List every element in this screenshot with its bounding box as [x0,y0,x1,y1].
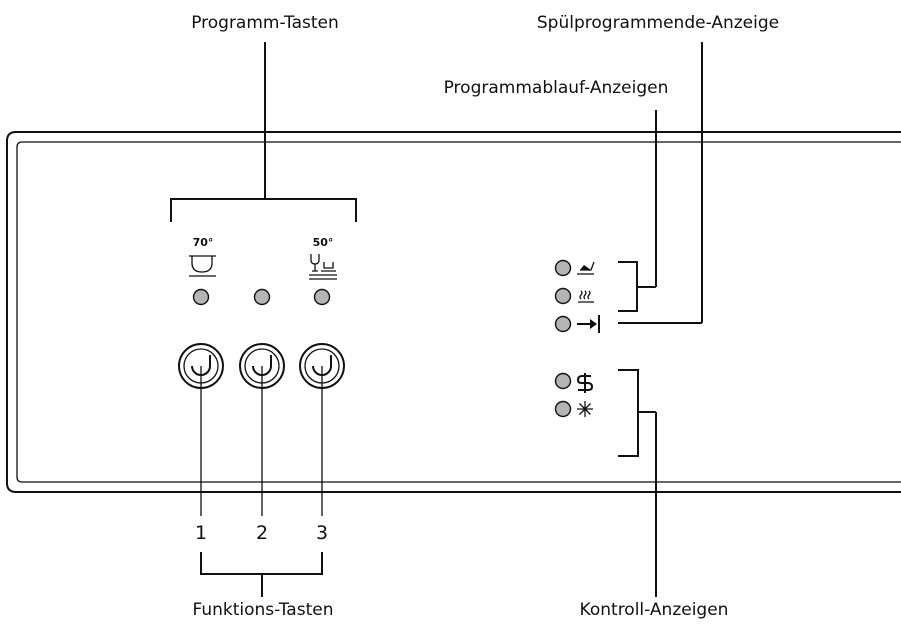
program-sequence-bracket [618,110,657,312]
control-indicators-bracket [618,369,657,597]
rinse-aid-indicator-led [554,400,572,418]
control-indicators-label: Kontroll-Anzeigen [580,600,729,620]
button-leader-lines [200,366,323,516]
panel-outer-frame [6,131,901,493]
rinse-end-leader [618,42,703,324]
temperature-50-label: 50° [313,236,334,249]
button-number-3: 3 [316,522,328,544]
rinse-aid-icon [577,401,593,417]
rinse-end-label: Spülprogrammende-Anzeige [537,13,779,33]
program-keys-label: Programm-Tasten [191,13,339,33]
wash-icon [577,261,595,275]
end-indicator-led [554,315,572,333]
button-3-led [313,288,331,306]
function-keys-label: Funktions-Tasten [193,600,334,620]
button-2-led [253,288,271,306]
salt-indicator-led [554,372,572,390]
dry-icon [578,290,594,303]
glasses-icon [309,254,337,280]
function-keys-bracket [200,552,323,597]
dry-indicator-led [554,287,572,305]
salt-icon [576,373,594,393]
button-number-2: 2 [256,522,268,544]
end-arrow-icon [577,315,600,333]
panel-inner-frame [16,141,901,483]
button-1-led [192,288,210,306]
pot-icon [189,255,216,277]
program-sequence-label: Programmablauf-Anzeigen [444,78,669,98]
button-number-1: 1 [195,522,207,544]
temperature-70-label: 70° [193,236,214,249]
wash-indicator-led [554,259,572,277]
program-keys-bracket [170,42,357,222]
